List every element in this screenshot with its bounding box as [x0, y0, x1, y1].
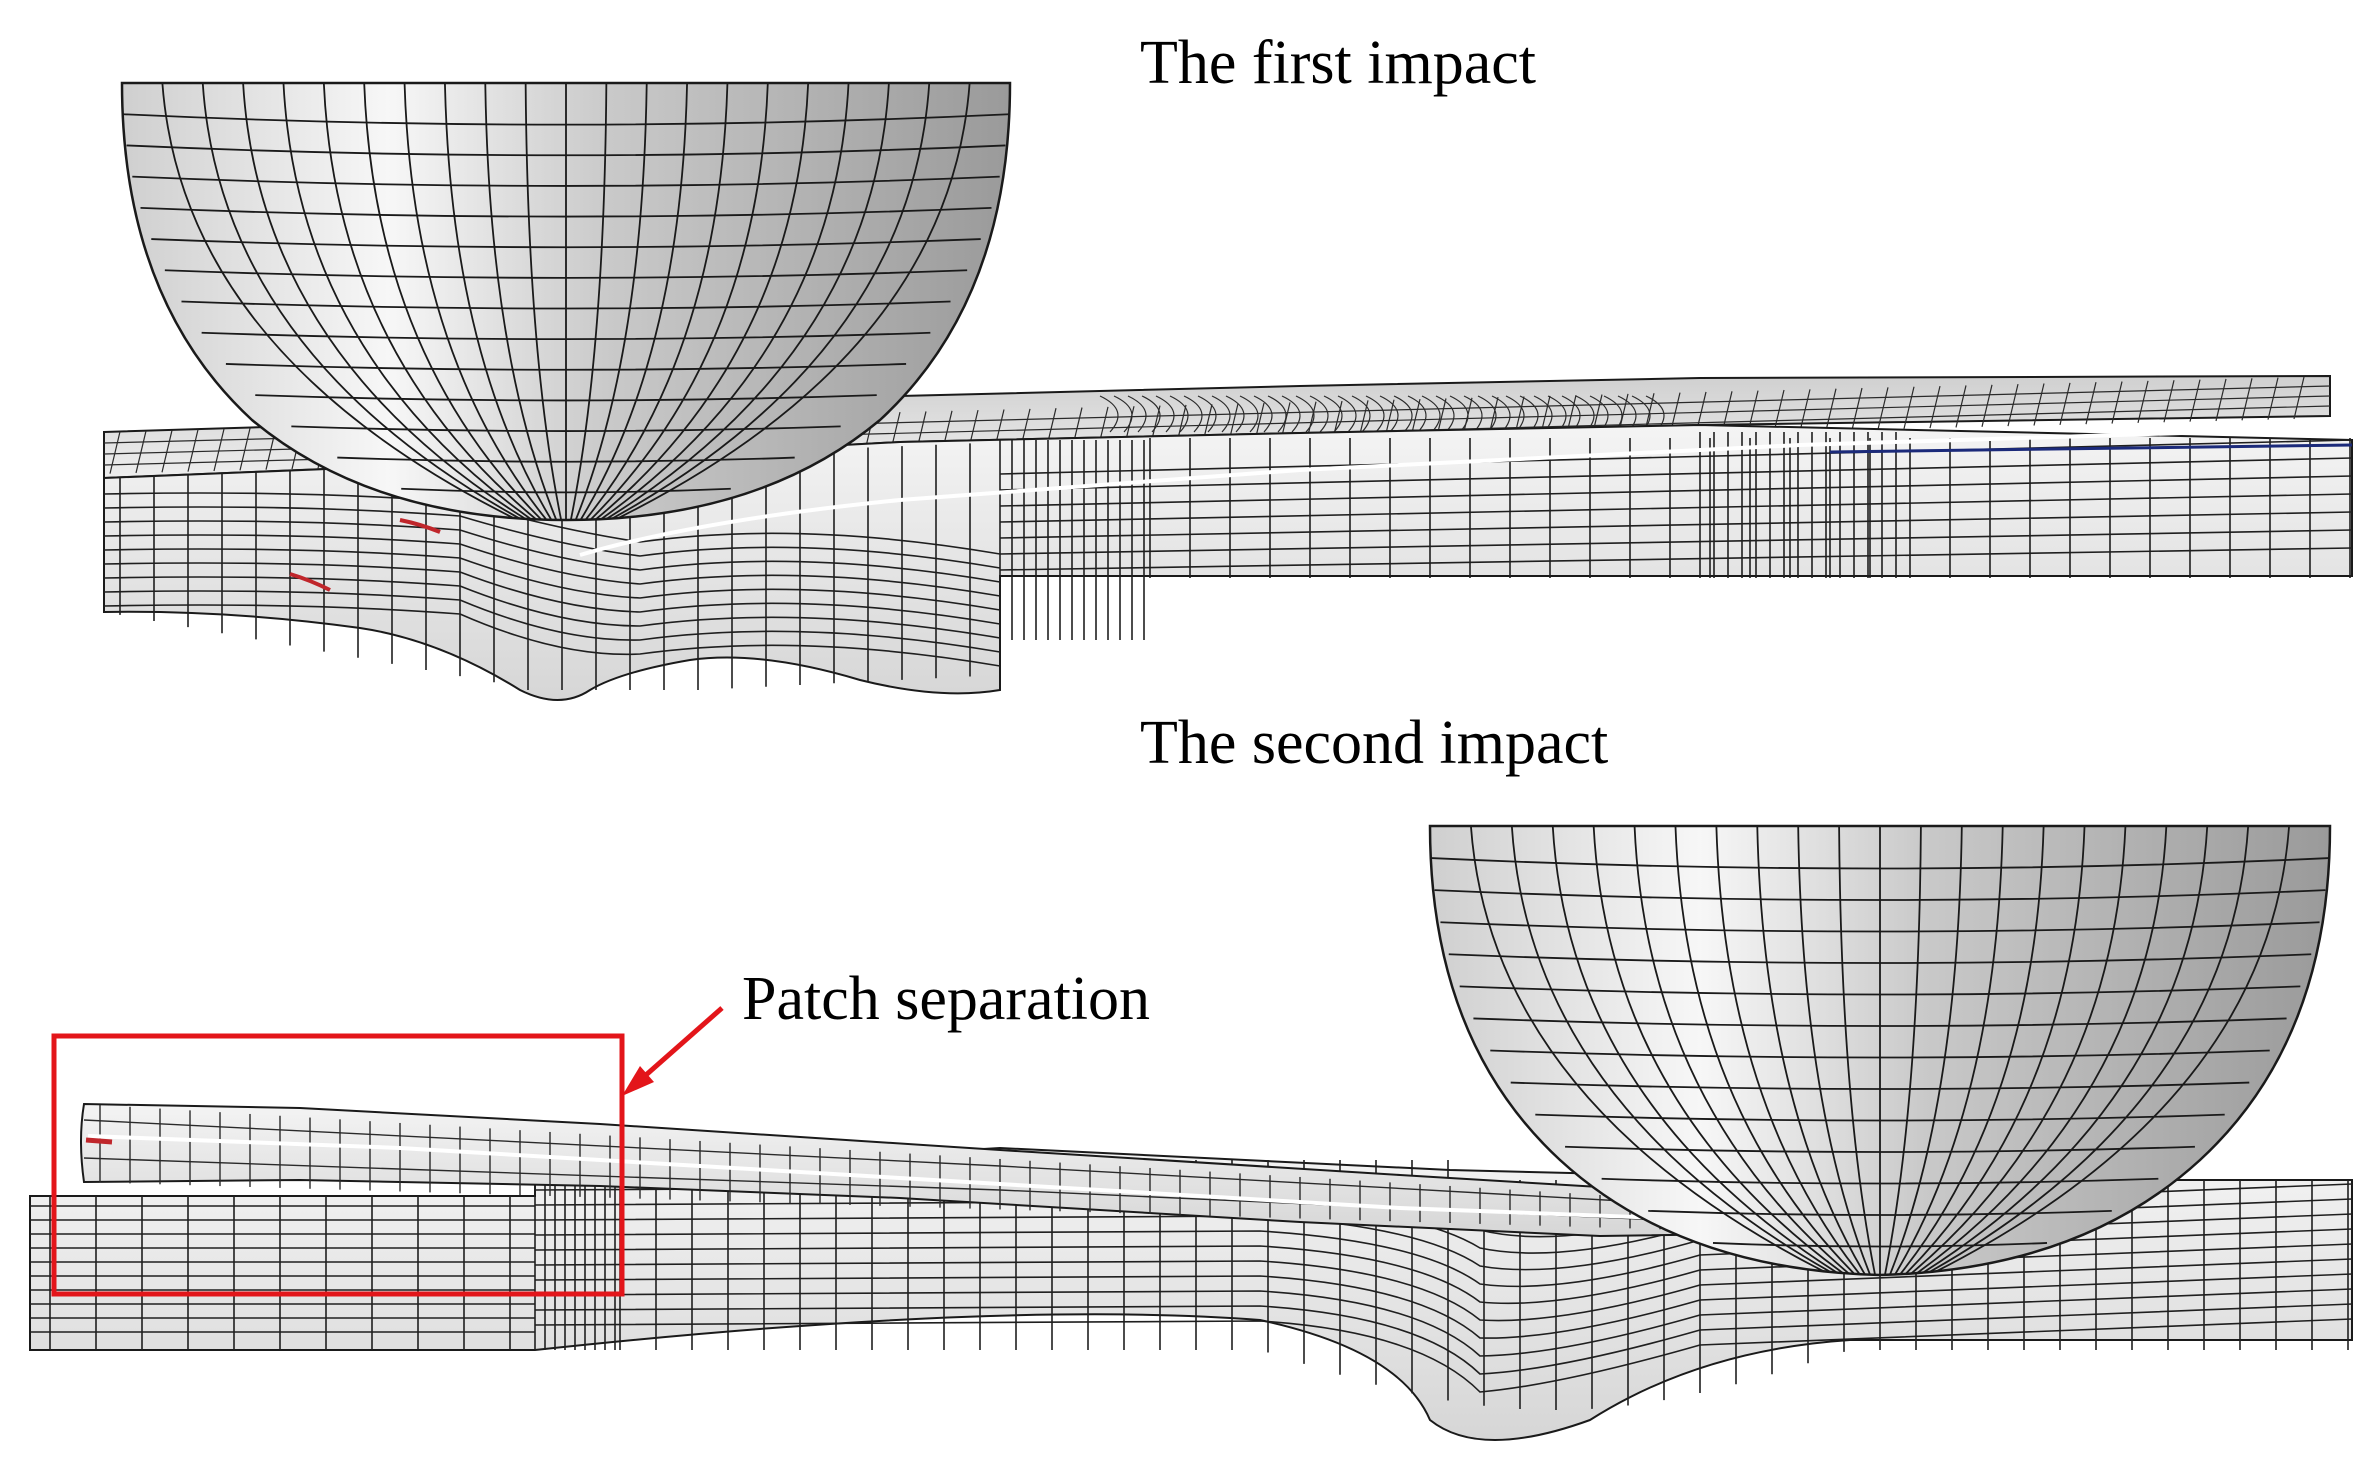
first-side-mesh: [103, 432, 2353, 690]
patch-separation-box: [51, 1033, 625, 1297]
separated-patch: [80, 1102, 1903, 1238]
second-impactor-sphere: [1428, 824, 2332, 1277]
callout-arrow-icon: [622, 1006, 724, 1096]
second-impact-caption: The second impact: [1140, 709, 1609, 777]
first-impact-panel: [103, 81, 2353, 701]
second-impact-panel: [29, 824, 2353, 1441]
first-impactor-sphere: [120, 81, 1012, 522]
first-impact-caption: The first impact: [1140, 29, 1536, 97]
patch-separation-label: Patch separation: [742, 965, 1151, 1033]
